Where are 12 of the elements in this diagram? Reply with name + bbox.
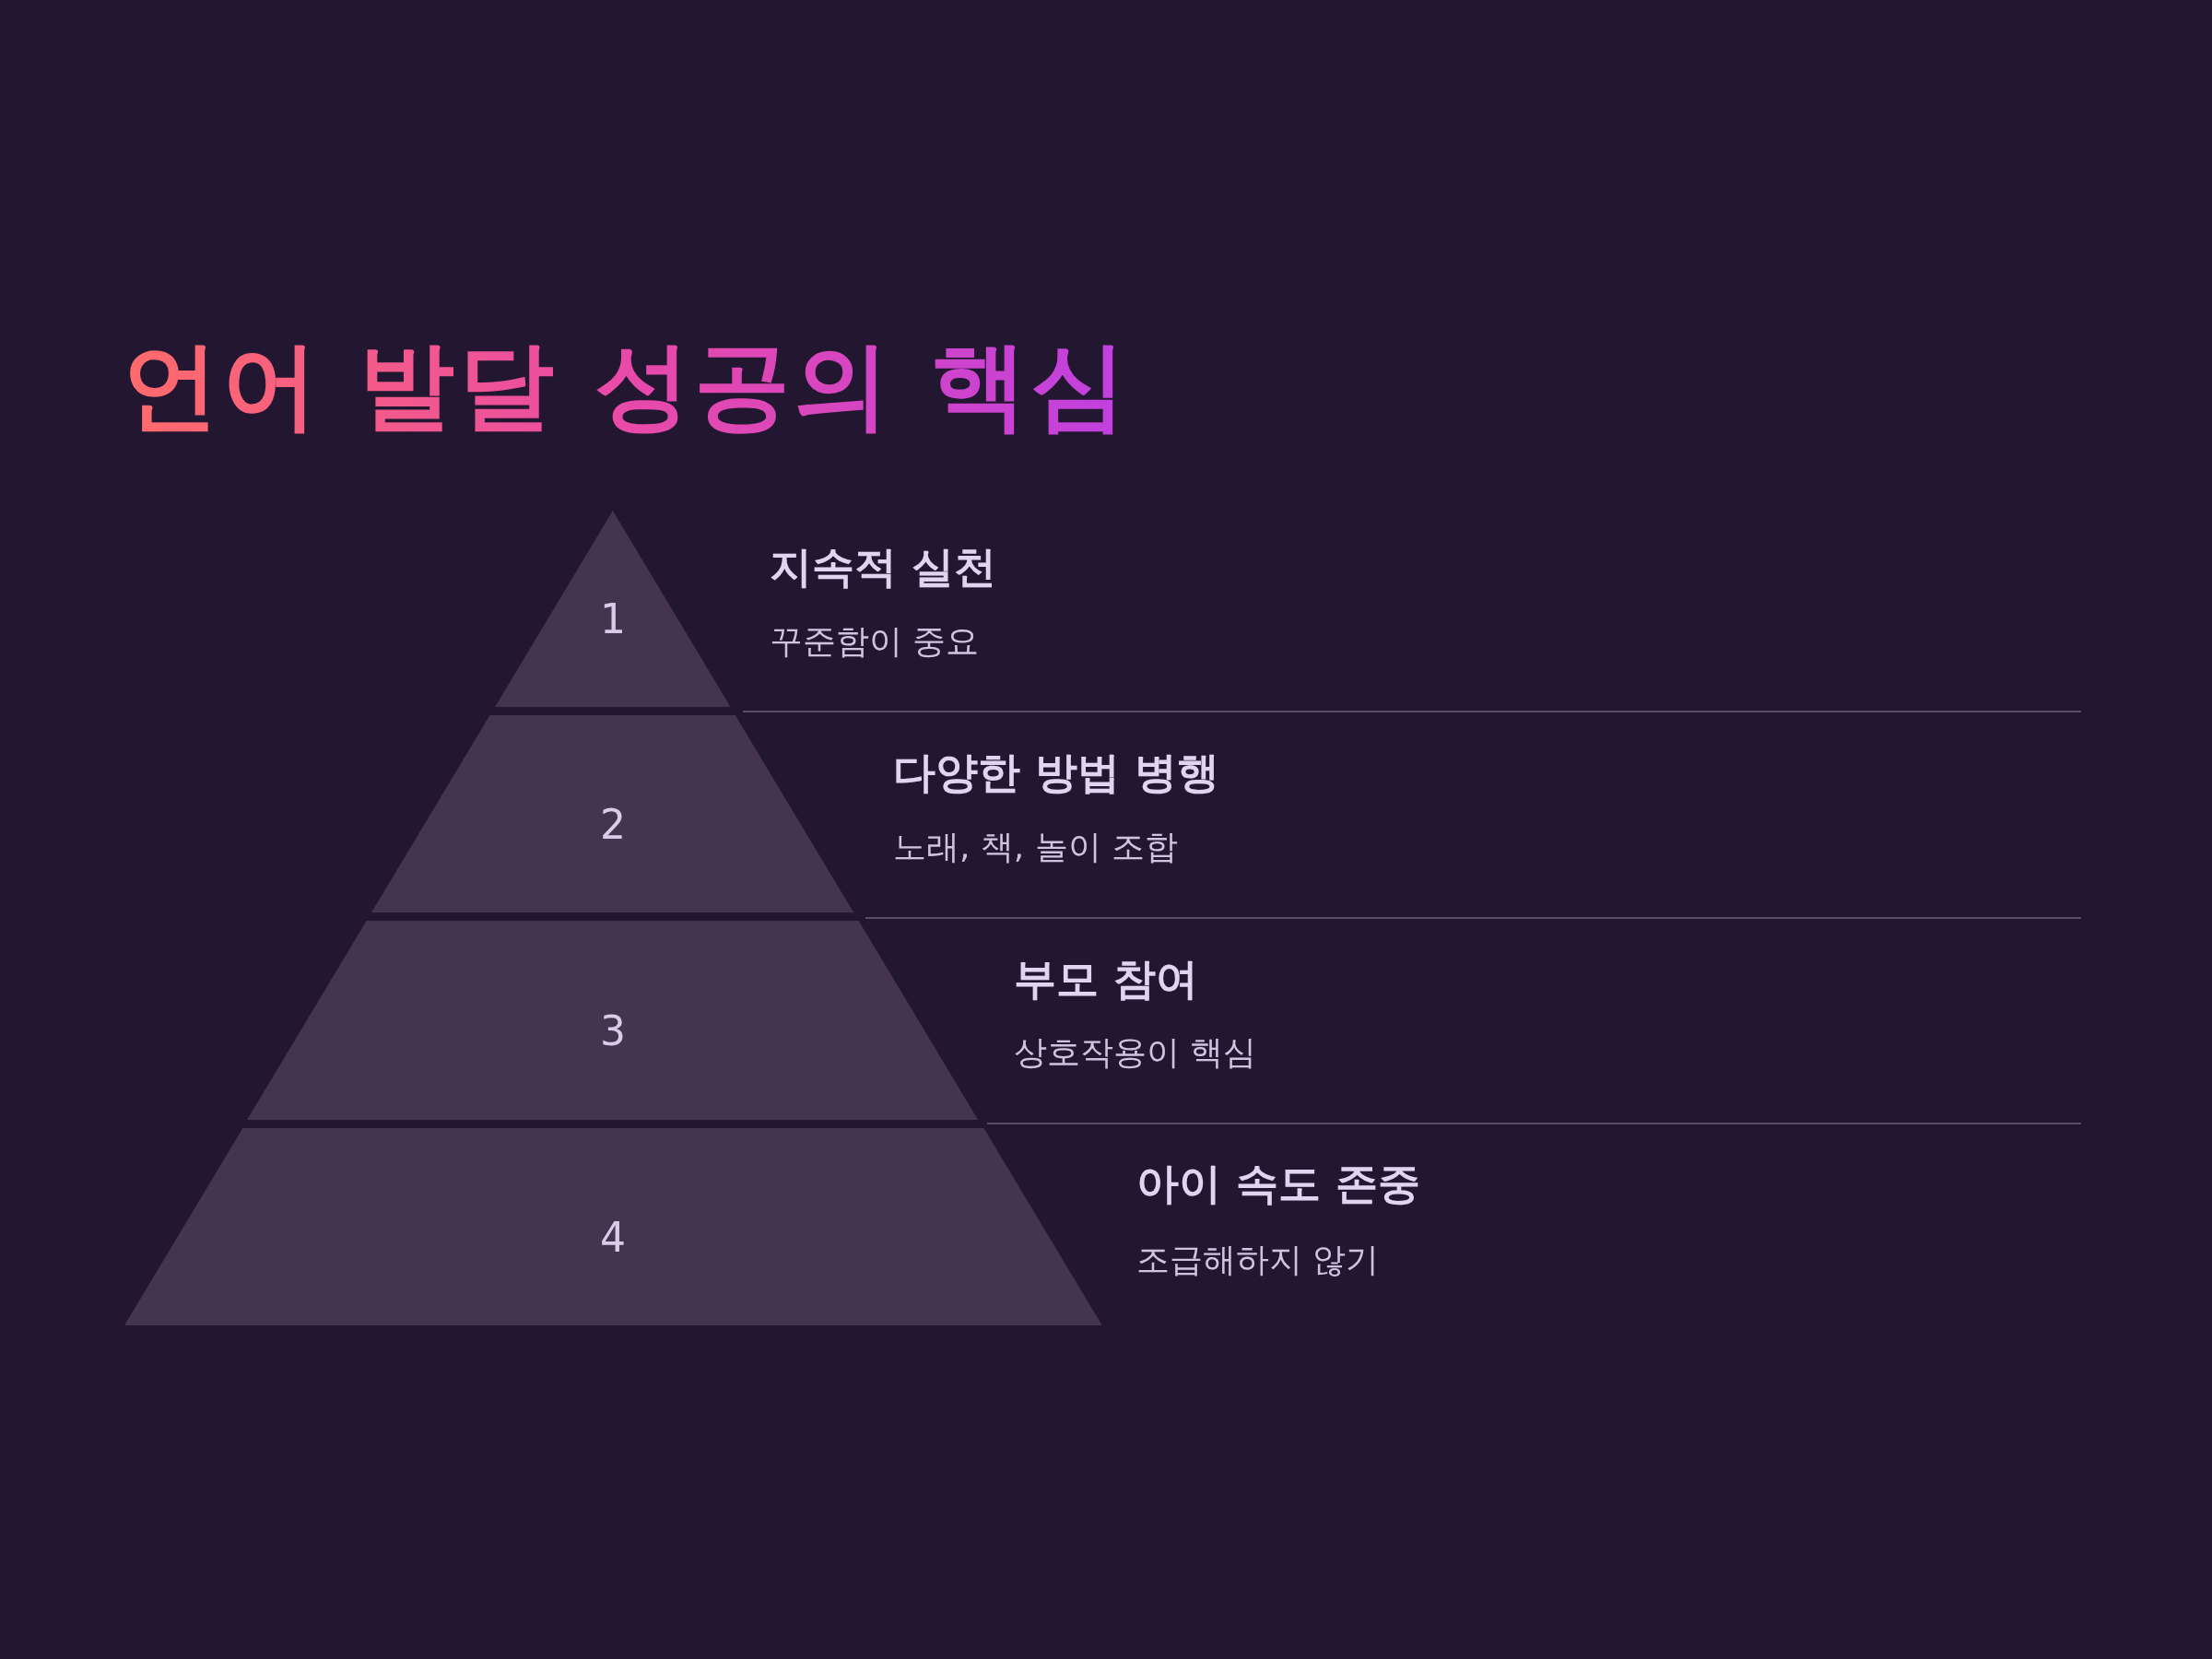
tier-heading: 다양한 방법 병행 xyxy=(893,747,1219,799)
tier-heading: 지속적 실천 xyxy=(770,541,996,594)
tier-number: 4 xyxy=(600,1213,626,1261)
tier-heading: 아이 속도 존중 xyxy=(1136,1158,1420,1210)
tier-description: 꾸준함이 중요 xyxy=(770,621,980,662)
tier-description: 노래, 책, 놀이 조합 xyxy=(893,827,1179,867)
tier-number: 3 xyxy=(600,1006,626,1054)
tier-description: 조급해하지 않기 xyxy=(1136,1240,1380,1280)
tier-number: 2 xyxy=(600,800,626,848)
tier-heading: 부모 참여 xyxy=(1014,953,1198,1006)
tier-description: 상호작용이 핵심 xyxy=(1014,1032,1257,1073)
tier-number: 1 xyxy=(600,594,626,642)
